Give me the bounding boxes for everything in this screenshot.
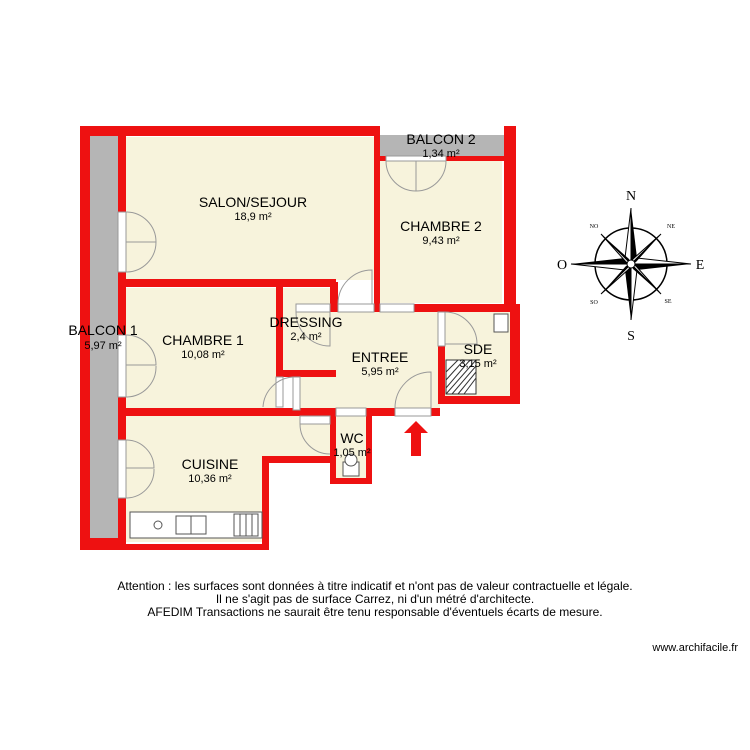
balcon1-floor [90, 135, 118, 545]
website-credit: www.archifacile.fr [652, 642, 738, 654]
salon-area: 18,9 m² [234, 211, 272, 223]
chambre2-floor [380, 160, 502, 303]
salon-name: SALON/SEJOUR [199, 194, 307, 210]
chambre1-floor [126, 288, 276, 408]
entree-name: ENTREE [352, 349, 409, 365]
compass-e: E [696, 258, 705, 273]
shower [445, 359, 477, 395]
salon-floor [126, 137, 374, 280]
compass-s: S [627, 329, 635, 344]
entree-area: 5,95 m² [361, 366, 399, 378]
balcon1-area: 5,97 m² [84, 340, 122, 352]
dressing-area: 2,4 m² [290, 331, 322, 343]
balcon2-name: BALCON 2 [406, 131, 475, 147]
entree-floor [300, 312, 440, 412]
chambre1-area: 10,08 m² [181, 349, 225, 361]
compass-n: N [626, 189, 636, 204]
disclaimer: Attention : les surfaces sont données à … [0, 580, 750, 619]
balcon2-area: 1,34 m² [422, 148, 460, 160]
balcon1-name: BALCON 1 [68, 322, 137, 338]
chambre2-area: 9,43 m² [422, 235, 460, 247]
disclaimer-line-3: AFEDIM Transactions ne saurait être tenu… [147, 605, 603, 619]
sde-area: 3,15 m² [459, 358, 497, 370]
cuisine-name: CUISINE [182, 456, 239, 472]
chambre1-name: CHAMBRE 1 [162, 332, 244, 348]
compass-so: SO [590, 300, 598, 306]
dressing-name: DRESSING [269, 314, 342, 330]
entrance-arrow [404, 421, 428, 456]
wc-name: WC [340, 430, 363, 446]
compass-ne: NE [667, 224, 675, 230]
compass-o: O [557, 258, 567, 273]
cuisine-floor [126, 416, 330, 542]
compass-no: NO [590, 224, 599, 230]
disclaimer-line-2: Il ne s'agit pas de surface Carrez, ni d… [215, 592, 535, 606]
toilet [342, 453, 360, 477]
kitchen-counter [129, 511, 263, 539]
compass-se: SE [664, 299, 671, 305]
sde-name: SDE [464, 341, 493, 357]
cuisine-area: 10,36 m² [188, 473, 232, 485]
wc-area: 1,05 m² [333, 447, 371, 459]
balcon2-floor [378, 135, 504, 157]
chambre2-name: CHAMBRE 2 [400, 218, 482, 234]
sde-sink [493, 313, 509, 333]
compass-rose [570, 207, 692, 321]
disclaimer-line-1: Attention : les surfaces sont données à … [117, 579, 633, 593]
